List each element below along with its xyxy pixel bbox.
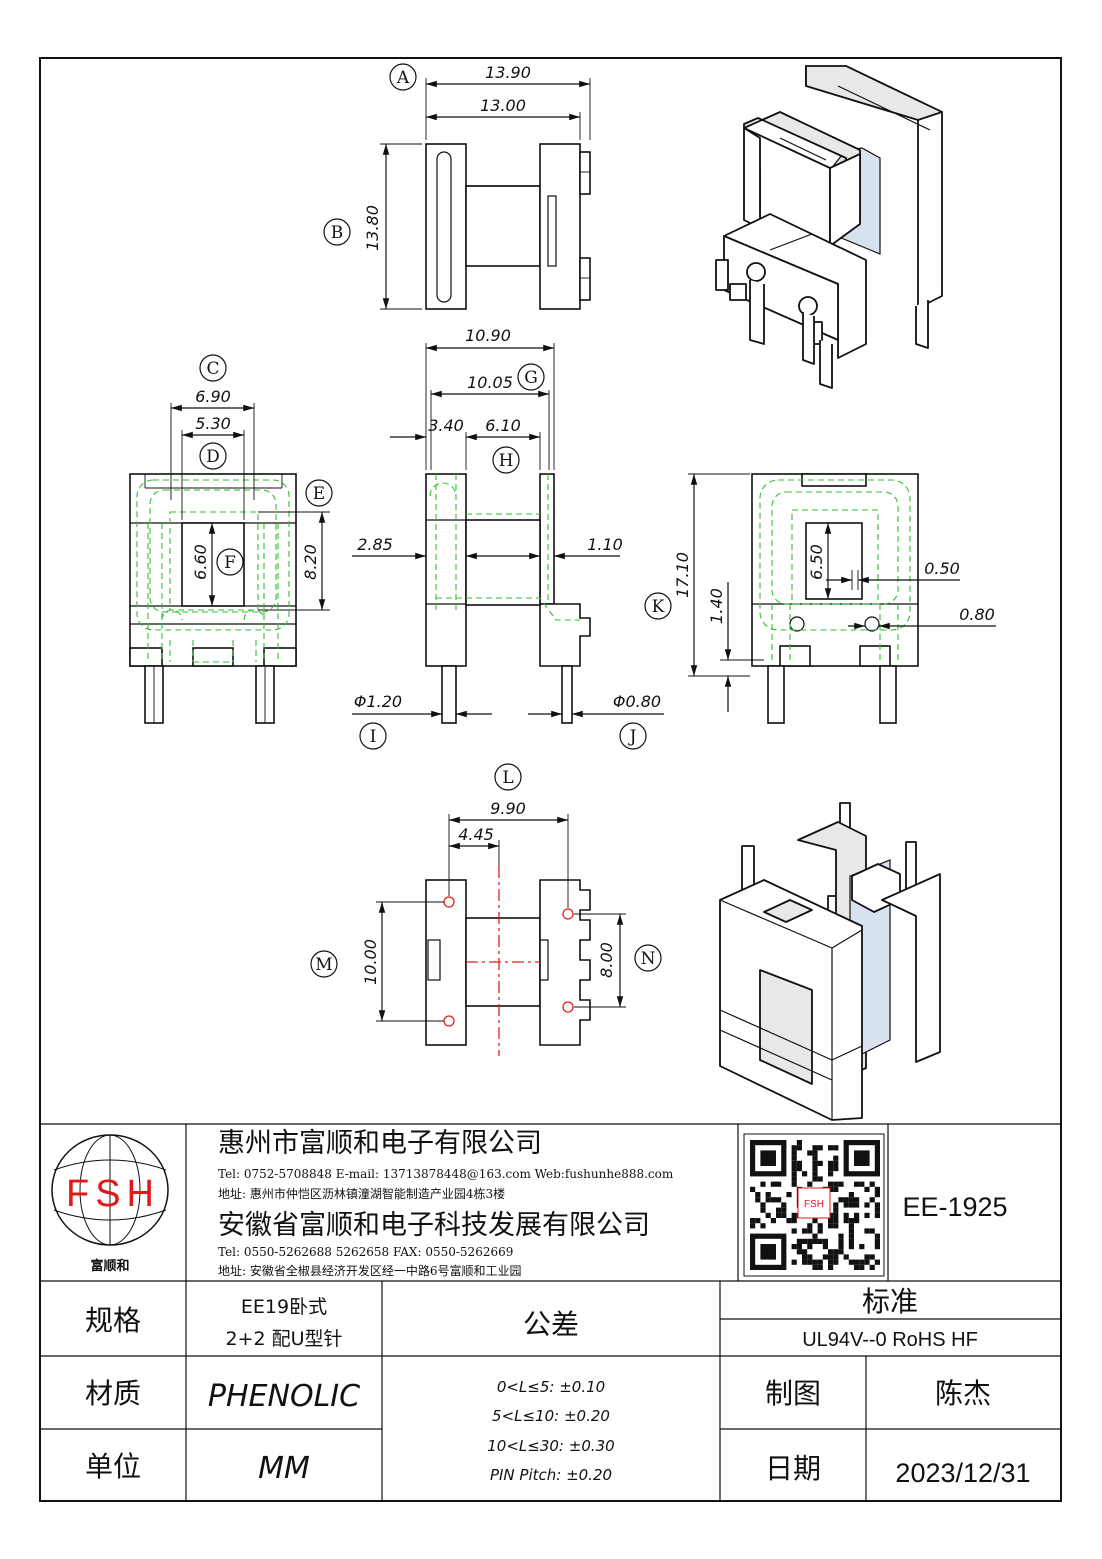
tolerance-line-4: PIN Pitch: ±0.20 — [490, 1466, 612, 1484]
dim-l-half: 4.45 — [458, 825, 494, 844]
material-value: PHENOLIC — [208, 1379, 360, 1414]
label-g: G — [524, 368, 538, 388]
sheet-border — [39, 57, 1062, 1502]
label-m: M — [315, 955, 332, 975]
qr-label: FSH — [804, 1199, 824, 1210]
company-2-name: 安徽省富顺和电子科技发展有限公司 — [218, 1210, 650, 1241]
dim-slot: 0.50 — [924, 559, 960, 578]
dim-n: 8.00 — [597, 942, 616, 978]
dim-h-mid: 6.10 — [485, 416, 521, 435]
label-b: B — [331, 223, 344, 243]
logo: FSH 富顺和 — [51, 1134, 169, 1274]
company-2-contact: Tel: 0550-5262688 5262658 FAX: 0550-5262… — [218, 1245, 513, 1259]
company-1-name: 惠州市富顺和电子有限公司 — [218, 1128, 542, 1159]
qr-code: FSH — [743, 1133, 885, 1277]
front-view-right: 17.10 K 1.40 6.50 0.50 0.80 — [644, 473, 996, 724]
dim-a-outer: 13.90 — [485, 63, 531, 82]
top-view: A 13.90 13.00 B 13.80 — [323, 63, 591, 310]
standard-value: UL94V--0 RoHS HF — [802, 1329, 978, 1351]
dim-k-pin: 1.40 — [707, 588, 726, 624]
label-f: F — [224, 553, 236, 573]
unit-label: 单位 — [85, 1450, 141, 1483]
tolerance-line-3: 10<L≤30: ±0.30 — [487, 1437, 614, 1455]
spec-label: 规格 — [85, 1304, 141, 1337]
isometric-view-bottom — [719, 802, 941, 1121]
dim-left-gap: 2.85 — [357, 535, 393, 554]
dim-f: 6.60 — [191, 544, 210, 580]
front-view-left: C 6.90 5.30 D E 8.20 F 6.60 — [129, 354, 333, 724]
label-e: E — [313, 484, 325, 504]
standard-label: 标准 — [862, 1285, 918, 1318]
label-h: H — [499, 451, 514, 471]
label-k: K — [652, 597, 665, 617]
spec-value-2: 2+2 配U型针 — [225, 1328, 342, 1350]
title-block: FSH 富顺和 惠州市富顺和电子有限公司 Tel: 0752-5708848 E… — [40, 1123, 1061, 1501]
bottom-view: L 9.90 4.45 10.00 M 8.00 N — [310, 763, 662, 1056]
dim-l: 9.90 — [490, 799, 526, 818]
spec-value-1: EE19卧式 — [241, 1296, 327, 1318]
dim-a-inner: 13.00 — [480, 96, 526, 115]
tolerance-line-1: 0<L≤5: ±0.10 — [497, 1378, 605, 1396]
label-d: D — [206, 447, 220, 467]
dim-h-left: 3.40 — [428, 416, 464, 435]
dim-window-height: 6.50 — [807, 544, 826, 580]
label-a: A — [396, 68, 410, 88]
company-2-address: 地址: 安徽省全椒县经济开发区经一中路6号富顺和工业园 — [218, 1263, 522, 1278]
label-i: I — [370, 727, 377, 747]
logo-text: FSH — [66, 1173, 160, 1215]
dim-d: 5.30 — [195, 414, 231, 433]
material-label: 材质 — [85, 1377, 141, 1410]
logo-sub: 富顺和 — [90, 1258, 129, 1274]
label-l: L — [502, 768, 513, 788]
company-1-address: 地址: 惠州市仲恺区沥林镇潼湖智能制造产业园4栋3楼 — [218, 1186, 505, 1201]
dim-i: Φ1.20 — [354, 692, 402, 711]
dim-hole: 0.80 — [959, 605, 995, 624]
part-number: EE-1925 — [902, 1192, 1007, 1222]
dim-right-gap: 1.10 — [587, 535, 623, 554]
isometric-view-top — [715, 65, 943, 389]
unit-value: MM — [258, 1451, 310, 1486]
dim-m: 10.00 — [361, 939, 380, 985]
dim-c: 6.90 — [195, 387, 231, 406]
drawn-value: 陈杰 — [935, 1377, 991, 1410]
side-view: 10.90 10.05 G 3.40 6.10 H 2.85 1.10 Φ1.2… — [352, 326, 664, 750]
dim-b: 13.80 — [363, 205, 382, 251]
drawn-label: 制图 — [765, 1377, 821, 1410]
dim-j: Φ0.80 — [613, 692, 661, 711]
date-label: 日期 — [765, 1452, 821, 1485]
label-c: C — [206, 359, 219, 379]
label-j: J — [628, 727, 637, 747]
dim-e-height: 8.20 — [301, 544, 320, 580]
dim-overall-width: 10.90 — [465, 326, 511, 345]
tolerance-label: 公差 — [523, 1308, 579, 1341]
dim-g: 10.05 — [467, 373, 513, 392]
company-1-contact: Tel: 0752-5708848 E-mail: 13713878448@16… — [218, 1167, 674, 1181]
label-n: N — [641, 949, 656, 969]
date-value: 2023/12/31 — [895, 1458, 1030, 1488]
dim-k-height: 17.10 — [673, 552, 692, 598]
tolerance-line-2: 5<L≤10: ±0.20 — [492, 1407, 610, 1425]
